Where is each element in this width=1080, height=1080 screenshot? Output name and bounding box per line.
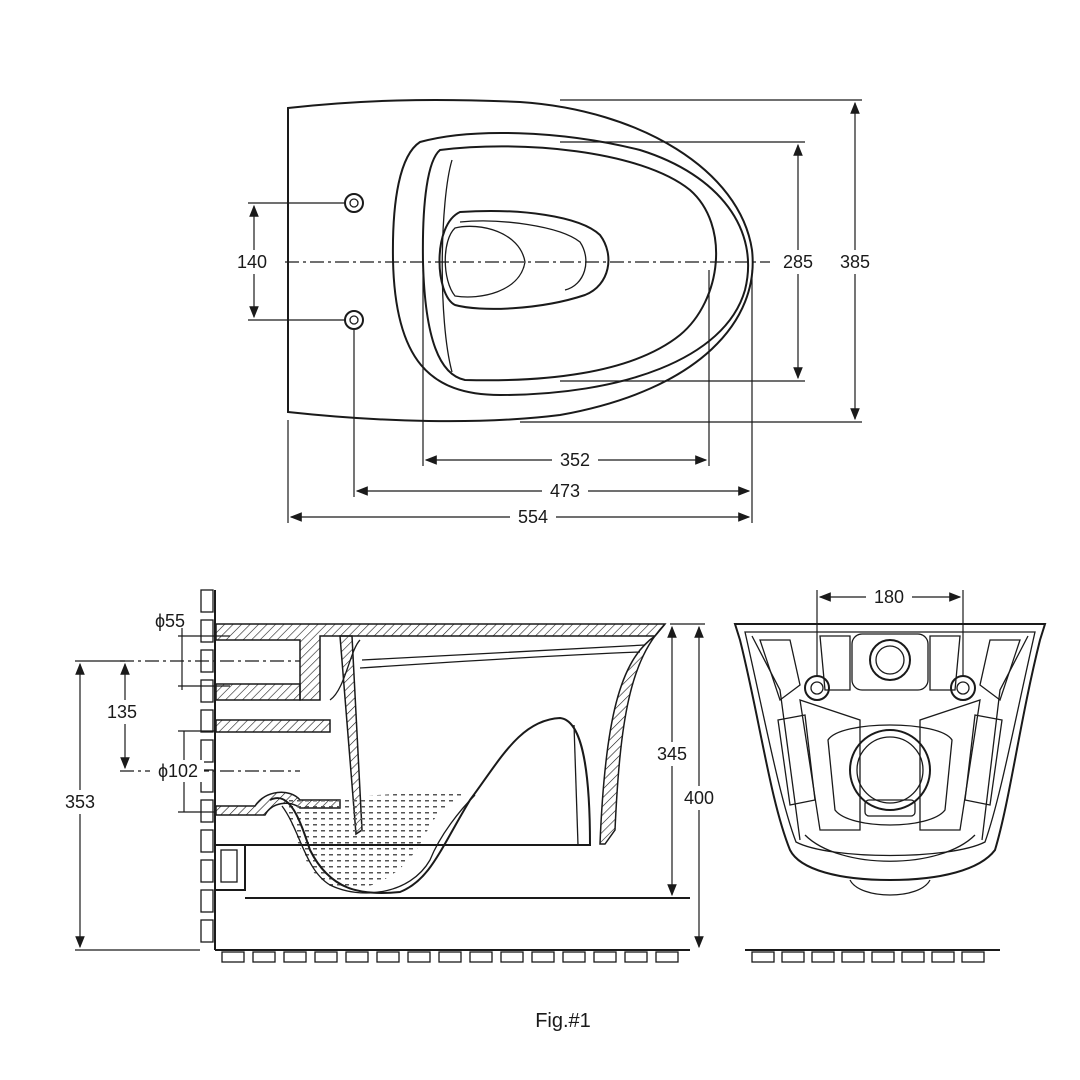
rear-view: 180 [733,585,1047,963]
dim-inner-width-285: 285 [783,252,813,272]
bolt-hole-upper [344,193,364,213]
inlet-port [869,639,911,681]
bowl-inner-outline [421,145,718,382]
dim-outlet-diameter: ϕ102 [158,761,198,781]
dim-overall-height-400: 400 [684,788,714,808]
rear-floor [745,949,1000,963]
dim-outlet-height-353: 353 [65,792,95,812]
dim-bolt-to-front-473: 473 [550,481,580,501]
bolt-hole-lower [344,310,364,330]
dim-inlet-to-outlet-135: 135 [107,702,137,722]
rim-outline [391,132,750,397]
bowl-front-section [599,623,666,845]
side-view: ϕ55 135 ϕ102 353 345 400 [55,589,721,963]
top-view: 140 285 385 352 473 554 [230,99,877,529]
dim-bowl-height-345: 345 [657,744,687,764]
rear-outline [733,623,1047,882]
dim-rear-bolt-spacing-180: 180 [874,587,904,607]
dim-overall-width-385: 385 [840,252,870,272]
dim-bolt-spacing-140: 140 [237,252,267,272]
figure-caption: Fig.#1 [535,1010,591,1032]
water-seal [285,790,470,890]
drain-outline [438,210,610,310]
dim-inner-length-352: 352 [560,450,590,470]
floor [215,949,690,963]
outlet-port [849,729,931,811]
dim-overall-length-554: 554 [518,507,548,527]
dim-inlet-diameter: ϕ55 [155,611,185,631]
outer-outline [287,99,754,423]
